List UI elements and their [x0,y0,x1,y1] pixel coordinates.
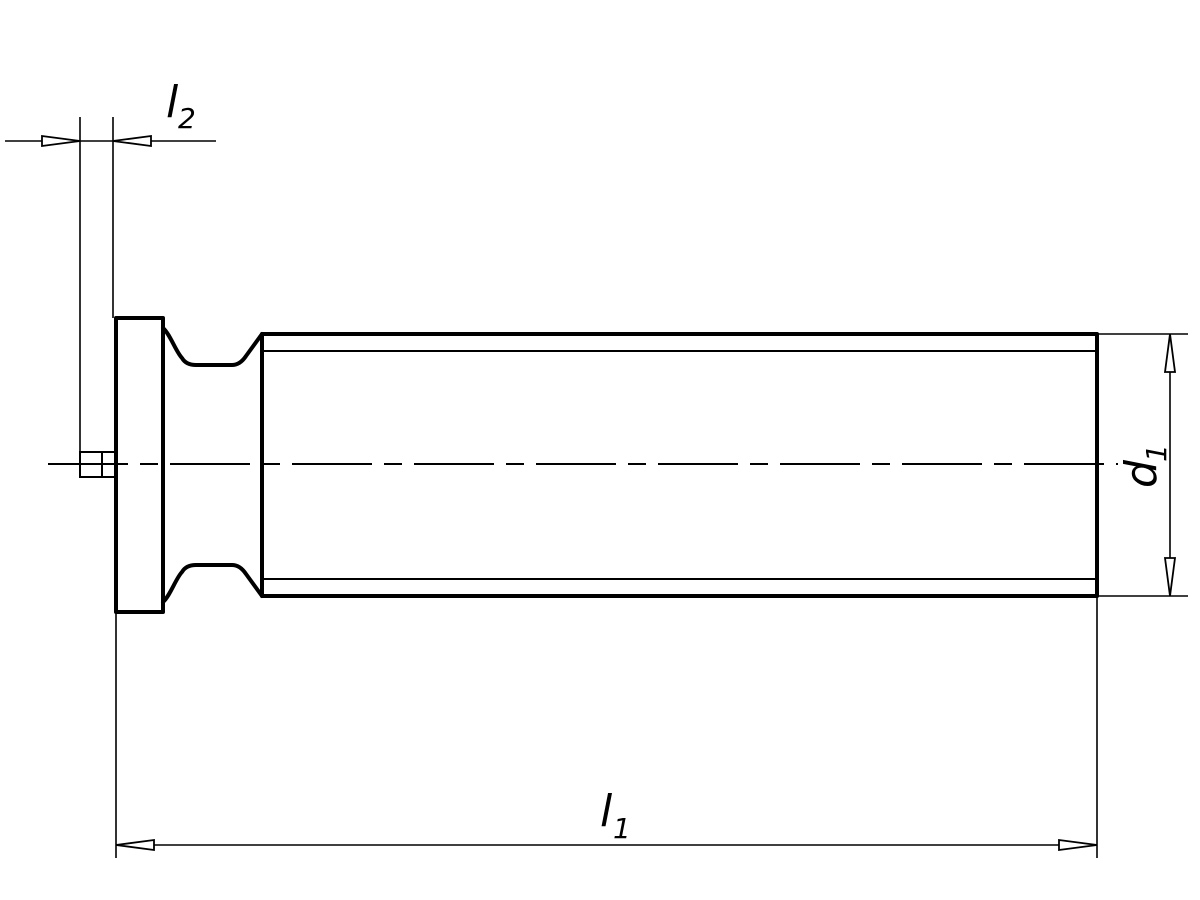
d1-label-subscript: 1 [1140,444,1173,462]
d1-arrowhead-top [1163,333,1177,373]
l2-arrowhead-right [112,134,152,148]
ignition-tip [79,451,117,478]
d1-label: d [1116,459,1167,488]
l1-label: l [600,786,613,837]
neck-profile-top [161,326,264,367]
l2-label: l [166,77,179,128]
l2-label-subscript: 2 [178,102,196,135]
l1-label-subscript: 1 [613,812,631,845]
neck-profile-bottom [161,563,264,604]
l1-arrowhead-right [1058,838,1098,852]
l2-arrowhead-left [41,134,81,148]
d1-arrowhead-bottom [1163,557,1177,597]
l1-arrowhead-left [115,838,155,852]
